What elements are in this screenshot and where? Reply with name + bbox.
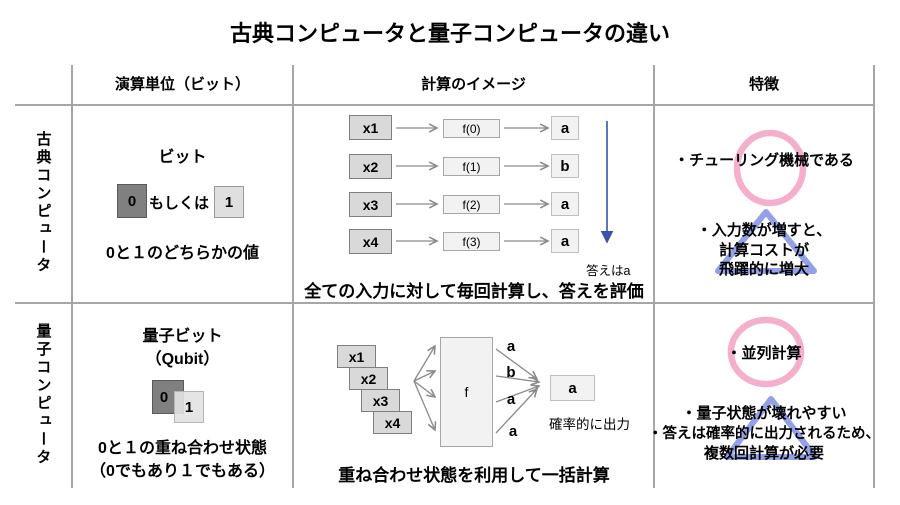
classical-unit-title: ビット	[158, 149, 207, 166]
output-label: a	[506, 391, 516, 408]
triangle-icon	[724, 396, 818, 460]
input-box: x1	[349, 115, 392, 140]
input-box: x2	[349, 154, 392, 179]
table-vline	[292, 65, 294, 488]
output-box: a	[551, 229, 579, 253]
fan-arrow-icon	[413, 380, 435, 397]
quantum-unit-description: 0と１の重ね合わせ状態	[98, 440, 267, 457]
quantum-image-caption: 重ね合わせ状態を利用して一括計算	[338, 466, 610, 485]
function-box: f(0)	[443, 119, 500, 138]
classical-feature-item: 計算コストが	[718, 242, 809, 259]
pink-circle-icon	[727, 316, 805, 388]
converge-arrow-icon	[495, 348, 537, 379]
function-box: f(3)	[443, 232, 500, 251]
column-header-feature: 特徴	[748, 76, 779, 93]
table-row-divider	[15, 302, 874, 304]
classical-feature-item: ・チューリング機械である	[674, 152, 854, 169]
result-note: 確率的に出力	[549, 417, 630, 432]
function-box: f(2)	[443, 195, 500, 214]
converge-arrow-icon	[495, 389, 537, 434]
output-label: a	[508, 423, 518, 440]
row-label-classical: 古典コンピュータ	[34, 131, 52, 275]
quantum-unit-subtitle: （Qubit）	[145, 351, 220, 368]
quantum-unit-description: （0でもあり１でもある）	[90, 463, 275, 480]
page-title: 古典コンピュータと量子コンピュータの違い	[229, 21, 670, 46]
fan-arrow-icon	[413, 371, 435, 382]
input-box: x4	[373, 411, 412, 434]
classical-feature-item: ・入力数が増すと、	[696, 222, 832, 239]
bit-connector-label: もしくは	[148, 195, 209, 212]
table-vline	[653, 65, 655, 488]
output-label: b	[506, 364, 516, 381]
fan-arrow-icon	[413, 346, 435, 382]
quantum-feature-item: ・量子状態が壊れやすい	[681, 405, 847, 422]
result-box: a	[550, 375, 595, 401]
triangle-icon	[715, 209, 817, 274]
converge-arrow-icon	[495, 375, 539, 382]
column-header-image: 計算のイメージ	[421, 76, 526, 93]
pink-circle-icon	[733, 129, 807, 207]
classical-feature-item: 飛躍的に増大	[718, 261, 809, 278]
output-box: a	[551, 192, 579, 216]
table-vline	[71, 65, 73, 488]
table-header-divider	[15, 104, 874, 106]
bit-1-box: 1	[214, 186, 244, 218]
output-box: a	[551, 116, 579, 140]
function-box: f(1)	[443, 157, 500, 176]
quantum-feature-item: ・並列計算	[726, 345, 802, 362]
bit-0-box: 0	[117, 184, 147, 218]
input-box: x3	[349, 192, 392, 217]
input-box: x1	[337, 345, 376, 368]
qubit-1-box: 1	[174, 391, 204, 423]
input-box: x4	[349, 229, 392, 254]
quantum-feature-item: ・答えは確率的に出力されるため、	[648, 426, 880, 442]
classical-unit-description: 0と１のどちらかの値	[106, 245, 259, 262]
quantum-feature-item: 複数回計算が必要	[703, 445, 824, 462]
answer-note: 答えはa	[586, 264, 631, 278]
output-box: b	[551, 154, 579, 178]
quantum-unit-title: 量子ビット	[142, 328, 223, 345]
output-label: a	[506, 338, 516, 355]
input-box: x3	[361, 389, 400, 412]
table-vline	[873, 65, 875, 488]
classical-image-caption: 全ての入力に対して毎回計算し、答えを評価	[304, 282, 644, 301]
row-label-quantum: 量子コンピュータ	[34, 322, 52, 467]
input-box: x2	[349, 367, 388, 390]
column-header-unit: 演算単位（ビット）	[114, 76, 250, 93]
quantum-function-box: f	[440, 337, 493, 447]
fan-arrow-icon	[413, 380, 435, 430]
